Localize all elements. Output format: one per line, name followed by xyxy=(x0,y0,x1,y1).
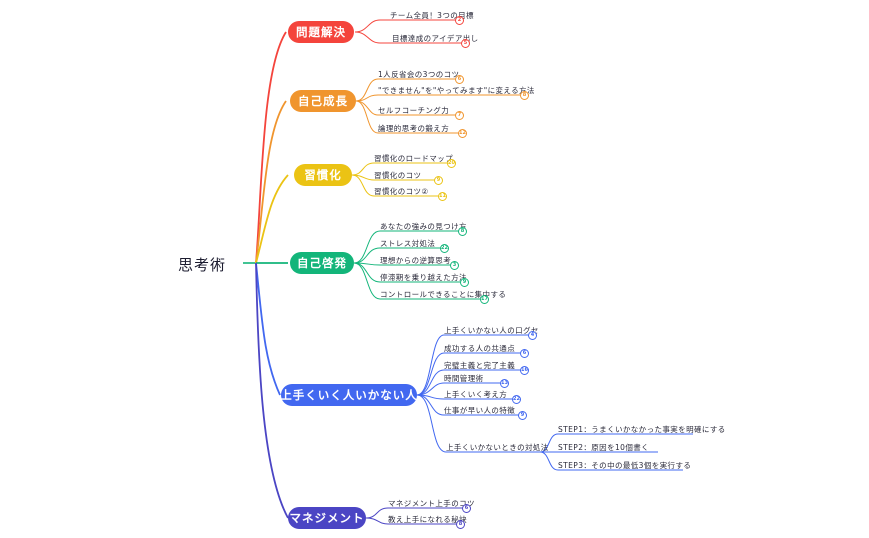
leaf-badge: 3 xyxy=(450,261,459,270)
leaf-item[interactable]: 習慣化のロードマップ xyxy=(374,154,453,163)
leaf-item[interactable]: ストレス対処法 xyxy=(380,239,436,248)
leaf-item[interactable]: チーム全員！3つの目標 xyxy=(390,11,474,20)
leaf-item[interactable]: "できません"を"やってみます"に変える方法 xyxy=(378,86,535,95)
leaf-item[interactable]: 仕事が早い人の特徴 xyxy=(444,406,516,415)
leaf-item[interactable]: 停滞期を乗り越えた方法 xyxy=(380,273,467,282)
leaf-item[interactable]: あなたの強みの見つけ方 xyxy=(380,222,467,231)
branch-node-self-development[interactable]: 自己啓発 xyxy=(290,252,354,274)
leaf-item[interactable]: 理想からの逆算思考 xyxy=(380,256,452,265)
branch-node-management[interactable]: マネジメント xyxy=(288,507,366,529)
leaf-item[interactable]: 上手くいかないときの対処法 xyxy=(446,443,549,452)
leaf-badge: 5 xyxy=(461,39,470,48)
leaf-badge: 8 xyxy=(458,227,467,236)
leaf-item[interactable]: 時間管理術 xyxy=(444,374,484,383)
branch-node-habit-forming[interactable]: 習慣化 xyxy=(294,164,352,186)
leaf-item[interactable]: セルフコーチング力 xyxy=(378,106,450,115)
leaf-badge: 6 xyxy=(520,349,529,358)
step-item[interactable]: STEP3：その中の最低3個を実行する xyxy=(558,461,692,470)
leaf-badge: 17 xyxy=(480,295,489,304)
leaf-badge: 9 xyxy=(518,411,527,420)
step-item[interactable]: STEP2：原因を10個書く xyxy=(558,443,650,452)
leaf-badge: 4 xyxy=(528,331,537,340)
leaf-item[interactable]: 目標達成のアイデア出し xyxy=(392,34,479,43)
leaf-badge: 9 xyxy=(460,278,469,287)
leaf-badge: 22 xyxy=(512,395,521,404)
leaf-item[interactable]: 上手くいく考え方 xyxy=(444,390,508,399)
branch-node-success-vs-failure[interactable]: 上手くいく人いかない人 xyxy=(280,384,417,406)
leaf-badge: 11 xyxy=(438,192,447,201)
leaf-item[interactable]: コントロールできることに集中する xyxy=(380,290,507,299)
leaf-item[interactable]: 論理的思考の鍛え方 xyxy=(378,124,450,133)
leaf-item[interactable]: 成功する人の共通点 xyxy=(444,344,516,353)
leaf-badge: 12 xyxy=(458,129,467,138)
leaf-item[interactable]: マネジメント上手のコツ xyxy=(388,499,475,508)
leaf-badge: 22 xyxy=(440,244,449,253)
leaf-item[interactable]: 習慣化のコツ② xyxy=(374,187,429,196)
leaf-item[interactable]: 上手くいかない人の口グセ xyxy=(444,326,539,335)
leaf-item[interactable]: 1人反省会の3つのコツ xyxy=(378,70,460,79)
leaf-badge: 13 xyxy=(500,379,509,388)
leaf-badge: 20 xyxy=(447,159,456,168)
leaf-item[interactable]: 教え上手になれる秘訣 xyxy=(388,515,467,524)
leaf-item[interactable]: 完璧主義と完了主義 xyxy=(444,361,516,370)
leaf-badge: 16 xyxy=(520,366,529,375)
branch-node-self-growth[interactable]: 自己成長 xyxy=(290,90,356,112)
step-item[interactable]: STEP1：うまくいかなかった事実を明確にする xyxy=(558,425,726,434)
branch-node-problem-solving[interactable]: 問題解決 xyxy=(288,21,354,43)
leaf-badge: 8 xyxy=(456,520,465,529)
leaf-badge: 6 xyxy=(462,504,471,513)
leaf-item[interactable]: 習慣化のコツ xyxy=(374,171,422,180)
leaf-badge: 6 xyxy=(455,75,464,84)
leaf-badge: 2 xyxy=(455,16,464,25)
leaf-badge: 7 xyxy=(455,111,464,120)
leaf-badge: 8 xyxy=(520,91,529,100)
root-node[interactable]: 思考術 xyxy=(178,256,227,274)
leaf-badge: 9 xyxy=(434,176,443,185)
